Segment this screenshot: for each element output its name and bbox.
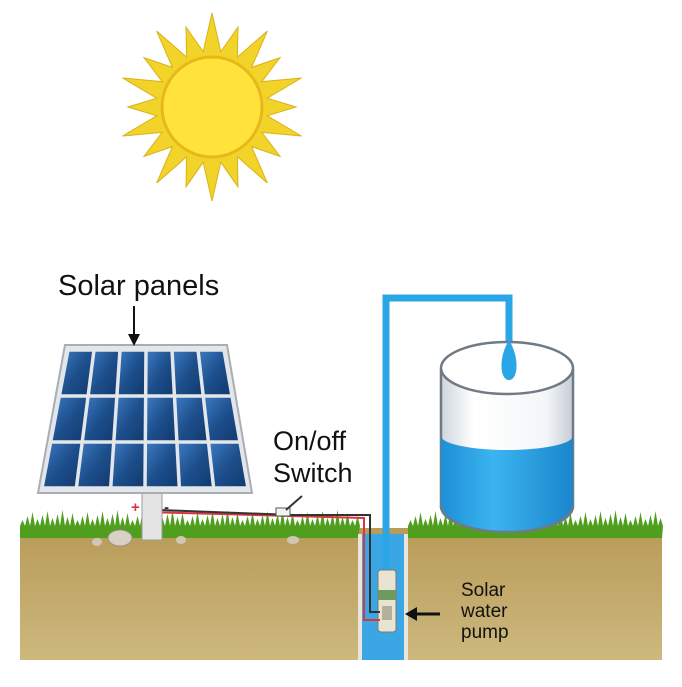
- panel-cell: [178, 443, 212, 487]
- panel-cell: [44, 443, 81, 487]
- panel-cell: [90, 351, 119, 395]
- panel-cells: [44, 351, 246, 487]
- panel-cell: [210, 443, 246, 487]
- pump-label-line1: Solar: [461, 580, 506, 601]
- pump-icon: [377, 569, 397, 633]
- panel-cell: [61, 351, 93, 395]
- panel-cell: [176, 397, 207, 441]
- pump-label: Solar water pump: [461, 580, 509, 643]
- borehole-wall-right: [404, 534, 408, 660]
- panel-cell: [115, 397, 144, 441]
- tank-water: [441, 436, 573, 532]
- water-pipe: [382, 294, 513, 575]
- sun-icon: [122, 12, 302, 202]
- switch-label-line2: Switch: [273, 458, 353, 488]
- pump-label-line2: water: [461, 601, 508, 622]
- panel-cell: [199, 351, 230, 395]
- panel-cell: [205, 397, 238, 441]
- sun-core: [160, 55, 264, 159]
- pump-label-line3: pump: [461, 622, 509, 643]
- water-drop-front: [501, 340, 517, 380]
- solar-panel-icon: [36, 344, 254, 494]
- panel-cell: [84, 397, 116, 441]
- switch-icon: [275, 495, 303, 517]
- positive-terminal-label: +: [131, 499, 140, 516]
- panel-cell: [146, 443, 178, 487]
- grass-left: [20, 510, 360, 538]
- soil: [20, 528, 662, 660]
- stones: [92, 529, 299, 547]
- panel-post: [141, 489, 163, 541]
- panel-cell: [112, 443, 144, 487]
- pump-pointer-arrow: [405, 607, 440, 621]
- negative-terminal-label: -: [164, 499, 169, 516]
- panel-cell: [173, 351, 202, 395]
- borehole-wall-left: [358, 534, 362, 660]
- panel-cell: [52, 397, 87, 441]
- panel-cell: [147, 397, 176, 441]
- switch-label-line1: On/off: [273, 426, 347, 456]
- panel-cell: [118, 351, 145, 395]
- water-tank-icon: [439, 340, 575, 534]
- switch-label: On/off Switch: [273, 425, 353, 489]
- panel-cell: [78, 443, 112, 487]
- solar-panels-label: Solar panels: [58, 270, 220, 302]
- panels-pointer-arrow: [128, 306, 140, 346]
- panel-cell: [147, 351, 173, 395]
